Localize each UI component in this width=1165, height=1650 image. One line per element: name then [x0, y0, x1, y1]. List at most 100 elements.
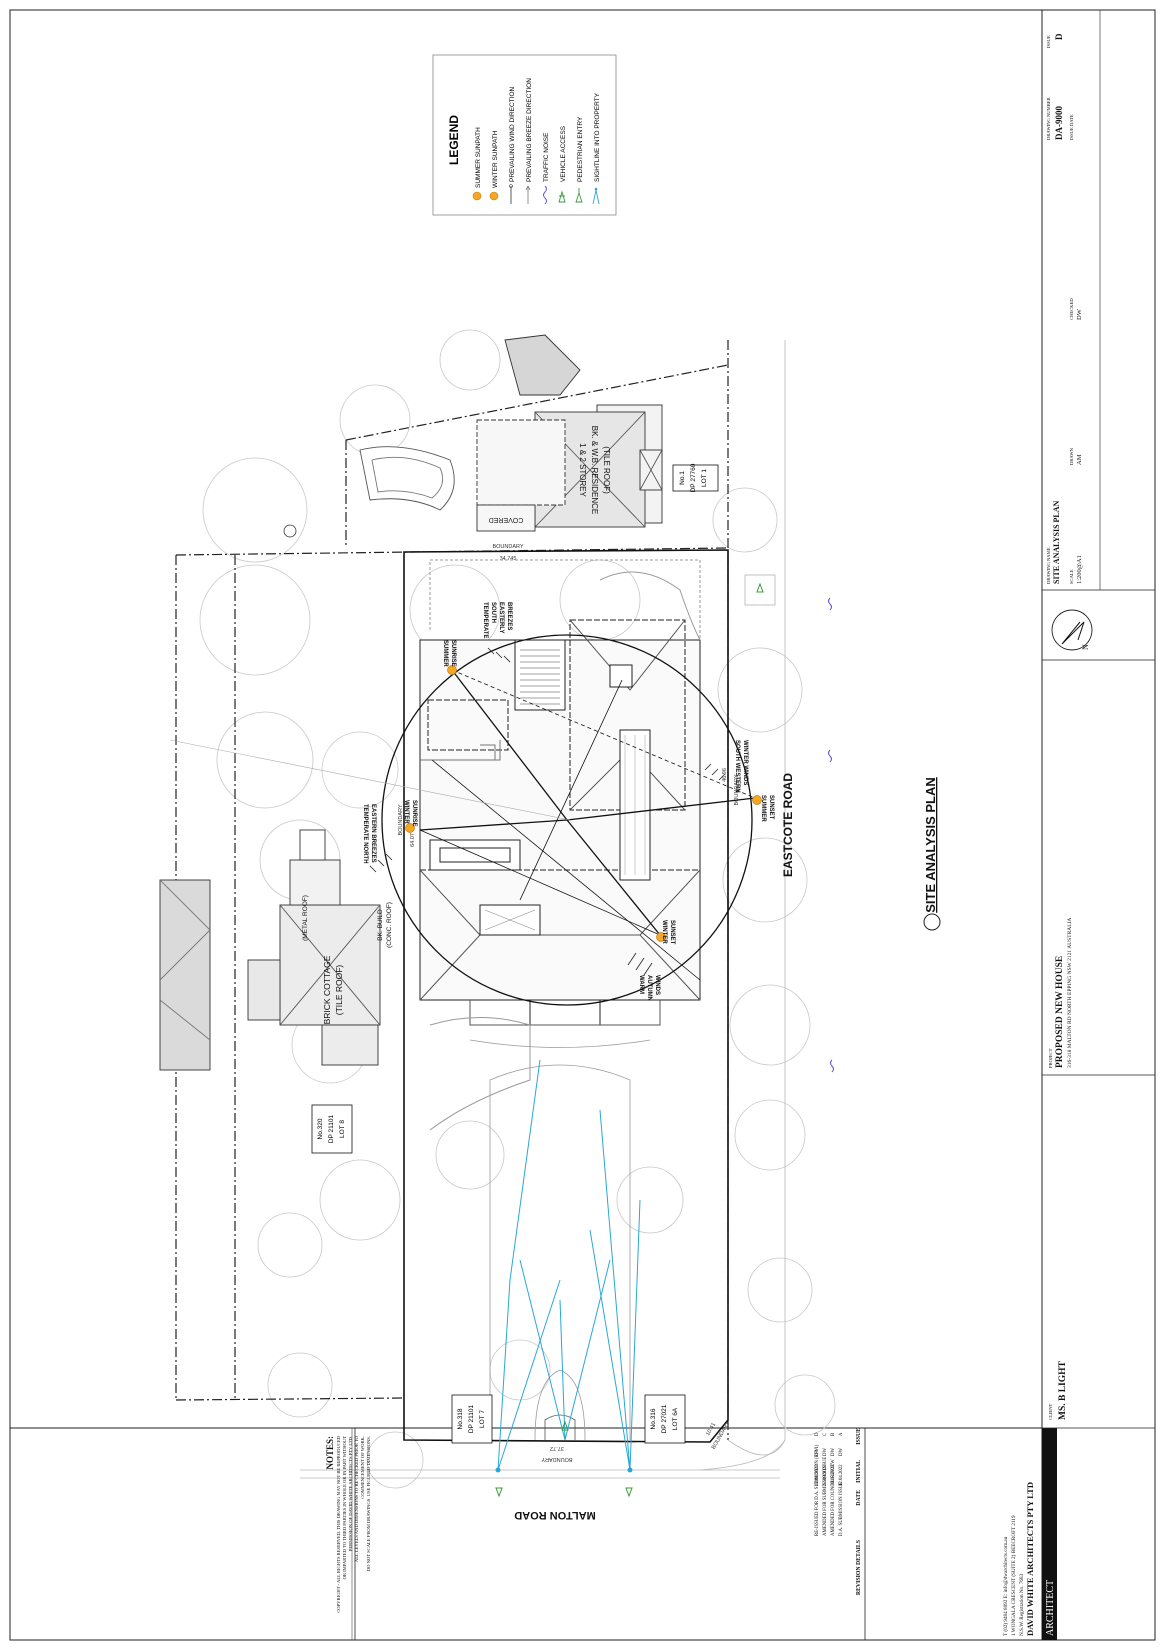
- site-plan: BOUNDARY 34.745 BOUNDARY 64.07 BOUNDARY …: [159, 329, 941, 1521]
- revision-table: ISSUE INITIAL DATE REVISION DETAILS A DW…: [351, 1428, 862, 1640]
- svg-text:A: A: [839, 1432, 844, 1436]
- project-name: PROPOSED NEW HOUSE: [1055, 956, 1065, 1068]
- svg-text:1 WONGALA CRESCENT (SUITE 2) B: 1 WONGALA CRESCENT (SUITE 2) BEECROFT 21…: [1010, 1515, 1017, 1636]
- house-no320: [159, 829, 381, 1071]
- svg-text:COMMENCEMENT OF WORK.: COMMENCEMENT OF WORK.: [360, 1436, 365, 1499]
- svg-text:N.S.W. Registration No. 7683: N.S.W. Registration No. 7683: [1019, 1573, 1025, 1636]
- sunpath-line-wsset: [566, 819, 661, 936]
- road-label-eastcote: EASTCOTE ROAD: [781, 773, 795, 877]
- sun-icon: [752, 795, 762, 805]
- svg-text:(METAL ROOF): (METAL ROOF): [302, 895, 309, 941]
- legend-label-0: SUMMER SUNPATH: [475, 127, 482, 188]
- checked-value: DW: [1076, 308, 1083, 320]
- svg-text:ISSUE DATE: ISSUE DATE: [1069, 114, 1074, 140]
- svg-text:SOUTH WESTERN: SOUTH WESTERN: [734, 740, 740, 793]
- breeze-arrow-icon: [369, 853, 393, 873]
- svg-text:No.316: No.316: [650, 1408, 657, 1429]
- svg-text:22.08.2022: 22.08.2022: [823, 1464, 828, 1486]
- svg-text:SOUTH: SOUTH: [490, 602, 496, 623]
- svg-text:C: C: [823, 1433, 828, 1436]
- sunpath-line-ne: [451, 669, 568, 821]
- sightline-icon: [592, 189, 600, 205]
- svg-text:BOUNDARY: BOUNDARY: [734, 774, 740, 805]
- house-no1: COVERED: [359, 334, 663, 532]
- sheet-border: [9, 9, 1156, 1641]
- stair-treads: [520, 649, 560, 705]
- svg-text:SUNSET: SUNSET: [768, 795, 774, 820]
- sun-icon: [447, 665, 457, 675]
- svg-text:BOUNDARY: BOUNDARY: [541, 1456, 572, 1462]
- svg-text:EASTERLY: EASTERLY: [498, 602, 504, 633]
- sightline-icon: [497, 1059, 561, 1471]
- vehicle-access-icon: [558, 190, 566, 203]
- architect-block: [1042, 1428, 1057, 1640]
- legend-label-1: WINTER SUNPATH: [492, 130, 499, 188]
- bottom-strip: ARCHITECT DAVID WHITE ARCHITECTS PTY LTD…: [325, 1428, 1057, 1640]
- svg-text:EASTERN BREEZES: EASTERN BREEZES: [370, 804, 376, 863]
- legend-label-4: TRAFFIC NOISE: [543, 132, 550, 182]
- svg-text:DP 21101: DP 21101: [328, 1114, 335, 1143]
- svg-text:30.05.2022: 30.05.2022: [831, 1464, 836, 1486]
- pedestrian-entry-icon: [756, 582, 764, 593]
- architect-label: ARCHITECT: [1045, 1580, 1056, 1636]
- svg-text:ISSUE: ISSUE: [856, 1428, 862, 1445]
- road-edges: [300, 340, 786, 1479]
- svg-text:AMENDED FOR SUBMISSION ISSUE: AMENDED FOR SUBMISSION ISSUE: [823, 1457, 828, 1536]
- svg-text:WARM: WARM: [638, 975, 644, 994]
- sun-icon: [489, 191, 499, 201]
- issue-value: D: [1054, 33, 1064, 40]
- svg-text:DP 27021: DP 27021: [661, 1404, 668, 1433]
- svg-text:WINTER WINDS: WINTER WINDS: [742, 740, 748, 785]
- svg-text:REVISION DETAILS: REVISION DETAILS: [856, 1540, 862, 1595]
- wind-arrows: [369, 647, 726, 976]
- client-name: MS. B LIGHT: [1058, 1360, 1068, 1420]
- project-address: 316-318 MALTON RD NORTH EPPING NSW 2121 …: [1067, 918, 1073, 1068]
- breeze-arrow-icon: [487, 647, 511, 663]
- proposed-house: [419, 559, 701, 1131]
- svg-text:DATE: DATE: [856, 1490, 862, 1506]
- neighbour-roof-grey: [504, 334, 581, 396]
- front-driveway: [469, 1039, 651, 1441]
- traffic-noise: [828, 597, 834, 1073]
- svg-text:DW: DW: [831, 1448, 836, 1456]
- wind-arrow-icon: [704, 763, 726, 781]
- svg-text:B: B: [831, 1433, 836, 1436]
- svg-text:BOUNDARY: BOUNDARY: [492, 544, 523, 550]
- svg-text:ISSUE: ISSUE: [1046, 35, 1051, 48]
- plan-title: SITE ANALYSIS PLAN: [923, 777, 941, 931]
- svg-text:LOT 8: LOT 8: [339, 1120, 346, 1138]
- noise-squiggle-icon: [828, 597, 832, 611]
- svg-text:LOT 6A: LOT 6A: [672, 1407, 679, 1430]
- legend-label-6: PEDESTRIAN ENTRY: [577, 116, 584, 182]
- svg-text:BREEZES: BREEZES: [506, 602, 512, 630]
- pedestrian-entry-icon: [561, 1420, 569, 1431]
- svg-text:RE-ISSUED FOR D.A. SUBMISSION: RE-ISSUED FOR D.A. SUBMISSION (RFI 1): [815, 1444, 820, 1536]
- svg-text:DRAWN: DRAWN: [1069, 447, 1074, 465]
- svg-text:SUNRISE: SUNRISE: [450, 640, 456, 667]
- svg-text:DW: DW: [823, 1448, 828, 1456]
- drawn-value: AM: [1076, 454, 1083, 465]
- svg-text:DRAWING NUMBER: DRAWING NUMBER: [1046, 96, 1051, 140]
- north-arrow: N: [1051, 609, 1093, 651]
- firm-name: DAVID WHITE ARCHITECTS PTY LTD: [1025, 1482, 1035, 1636]
- svg-text:DO NOT SCALE FROM DRAWINGS. US: DO NOT SCALE FROM DRAWINGS. USE FIGURED …: [366, 1436, 371, 1571]
- svg-text:DP 21101: DP 21101: [468, 1404, 475, 1433]
- svg-text:LOT 7: LOT 7: [479, 1410, 486, 1428]
- svg-text:TEMPERATE: TEMPERATE: [482, 602, 488, 639]
- sun-icon: [472, 191, 482, 201]
- svg-text:D.A. SUBMISSION ISSUE: D.A. SUBMISSION ISSUE: [839, 1482, 844, 1536]
- svg-text:37.72: 37.72: [550, 1445, 564, 1451]
- sightline-icon: [519, 1259, 611, 1441]
- subject-lot-boundary: [403, 549, 729, 1443]
- sightlines: [495, 1059, 641, 1473]
- svg-text:BK. & W.B. RESIDENCE: BK. & W.B. RESIDENCE: [590, 426, 599, 514]
- svg-text:64.07: 64.07: [410, 833, 416, 847]
- sunpath-diagram: [169, 634, 756, 1006]
- svg-text:CLIENT: CLIENT: [1048, 1403, 1053, 1420]
- sightline-icon: [589, 1109, 641, 1471]
- sunpath-circle: [381, 634, 753, 1006]
- svg-text:OR IMPARTED TO THIRD PARTIES I: OR IMPARTED TO THIRD PARTIES IN WHOLE OR…: [342, 1436, 347, 1580]
- right-title-block: CLIENT MS. B LIGHT PROJECT PROPOSED NEW …: [1042, 10, 1155, 1429]
- svg-text:SUMMER: SUMMER: [442, 640, 448, 667]
